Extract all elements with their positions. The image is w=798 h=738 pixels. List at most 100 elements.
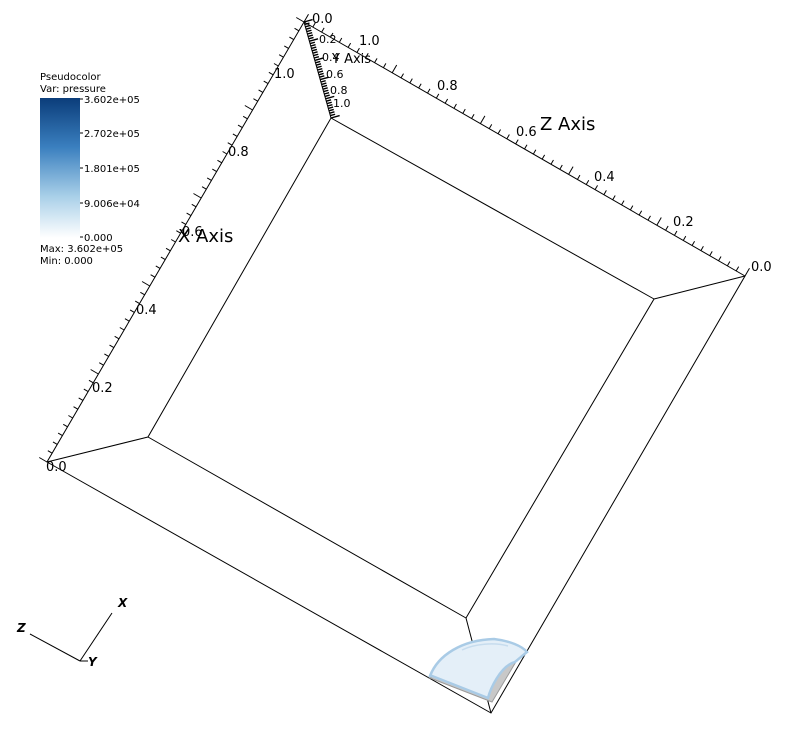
y-tick-mark (329, 111, 335, 114)
x-tick-mark (201, 186, 207, 190)
y-tick-mark (319, 75, 325, 78)
legend-tick-4: 0.000 (84, 233, 113, 244)
x-tick-mark (253, 98, 258, 102)
z-tick-mark (506, 134, 510, 140)
z-tick-mark (647, 215, 651, 221)
z-tick-0.8: 0.8 (437, 79, 458, 94)
y-tick-mark (328, 106, 334, 110)
y-tick-mark (305, 27, 312, 30)
y-tick-mark (313, 55, 320, 59)
z-tick-0.4: 0.4 (594, 170, 615, 185)
z-tick-mark (585, 180, 590, 185)
x-tick-mark (165, 247, 171, 252)
y-tick-0.6: 0.6 (326, 68, 344, 81)
z-tick-mark (418, 83, 422, 89)
y-tick-mark (330, 113, 336, 117)
x-tick-mark (129, 309, 135, 313)
x-tick-0.8: 0.8 (228, 145, 249, 160)
y-tick-mark (303, 18, 313, 23)
legend-colorbar (40, 98, 80, 238)
legend-title: Pseudocolor (40, 72, 102, 83)
triad-z-label: Z (16, 621, 26, 635)
z-tick-mark (497, 129, 501, 135)
y-tick-mark (325, 95, 335, 100)
z-axis-title: Z Axis (540, 114, 595, 135)
x-tick-mark (104, 353, 109, 357)
z-tick-mark (726, 261, 731, 267)
x-tick-mark (212, 168, 217, 173)
z-tick-mark (382, 63, 387, 68)
legend-tick-1: 2.702e+05 (84, 129, 140, 140)
y-tick-mark (310, 43, 316, 47)
z-tick-mark (576, 174, 581, 180)
z-tick-mark (391, 64, 398, 74)
z-tick-mark (735, 266, 740, 272)
z-tick-mark (479, 115, 486, 124)
x-tick-mark (141, 281, 151, 287)
z-tick-0.2: 0.2 (673, 215, 694, 230)
y-tick-mark (317, 70, 324, 74)
y-tick-mark (304, 22, 310, 26)
x-tick-mark (258, 89, 264, 93)
z-tick-mark (471, 113, 475, 119)
y-tick-mark (316, 65, 322, 69)
x-tick-mark (263, 80, 269, 85)
x-tick-mark (109, 344, 115, 349)
z-tick-mark (594, 185, 598, 190)
z-axis-ticks (303, 14, 750, 277)
x-tick-mark (47, 450, 53, 454)
y-tick-mark (320, 79, 326, 83)
z-tick-mark (629, 205, 634, 211)
legend-min: Min: 0.000 (40, 256, 93, 267)
y-axis-ticks (303, 18, 340, 119)
x-tick-mark (160, 256, 166, 261)
x-tick-mark (155, 265, 161, 269)
z-tick-mark (682, 235, 687, 241)
x-tick-mark (39, 457, 48, 463)
x-tick-mark (73, 406, 79, 410)
x-tick-mark (294, 27, 300, 32)
z-tick-mark (374, 58, 378, 63)
y-tick-mark (317, 67, 323, 71)
z-tick-mark (330, 32, 334, 38)
y-tick-mark (330, 114, 340, 119)
y-tick-mark (315, 60, 321, 64)
z-tick-mark (603, 190, 607, 195)
z-tick-mark (427, 88, 431, 94)
z-tick-mark (691, 240, 696, 246)
x-tick-mark (140, 291, 145, 296)
y-tick-mark (326, 101, 332, 105)
z-tick-mark (621, 200, 625, 206)
z-tick-mark (524, 144, 528, 150)
y-tick-mark (314, 57, 324, 62)
x-tick-mark (90, 369, 99, 375)
x-tick-mark (232, 133, 238, 137)
y-tick-mark (323, 89, 329, 93)
color-legend: Pseudocolor Var: pressure 3.602e+05 2.70… (40, 72, 140, 267)
y-tick-mark (312, 51, 318, 54)
z-tick-mark (515, 139, 519, 145)
x-tick-mark (63, 423, 68, 428)
y-tick-mark (308, 36, 314, 40)
legend-max: Max: 3.602e+05 (40, 244, 123, 255)
z-tick-mark (356, 47, 360, 53)
z-tick-mark (409, 78, 413, 84)
y-tick-mark (309, 41, 316, 45)
legend-tick-3: 9.006e+04 (84, 199, 140, 210)
y-tick-1.0: 1.0 (333, 97, 351, 110)
x-tick-mark (88, 379, 94, 384)
z-tick-mark (541, 154, 546, 160)
z-tick-mark (638, 210, 643, 216)
y-tick-mark (322, 84, 328, 88)
z-tick-mark (347, 42, 352, 48)
z-tick-mark (550, 159, 554, 165)
y-tick-mark (318, 72, 324, 76)
x-axis-ticks (39, 17, 305, 463)
x-tick-mark (244, 105, 253, 111)
x-tick-mark (150, 274, 156, 278)
y-tick-mark (311, 48, 318, 52)
z-tick-mark (559, 164, 563, 170)
x-tick-mark (68, 415, 73, 419)
z-tick-mark (435, 93, 440, 99)
